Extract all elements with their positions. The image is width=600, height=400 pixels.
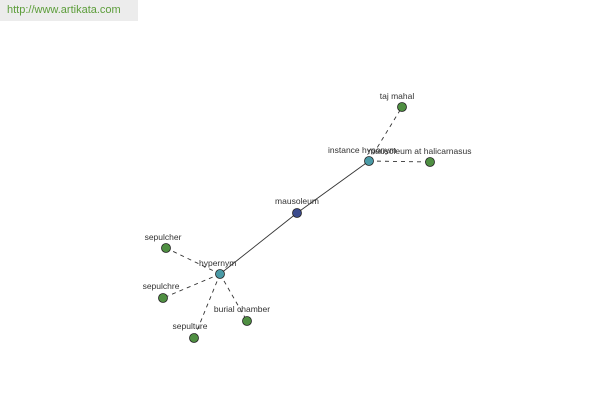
node-sepulchre[interactable]: [158, 293, 168, 303]
node-label-mausoleum: mausoleum: [275, 196, 319, 206]
graph-edges: [162, 106, 431, 339]
edge-hypernym-sepulture: [193, 273, 221, 339]
node-sepulture[interactable]: [189, 333, 199, 343]
edge-hypernym-sepulcher: [165, 247, 221, 275]
site-url-link[interactable]: http://www.artikata.com: [7, 4, 121, 16]
edge-instance-taj: [368, 106, 403, 162]
node-label-hypernym: hypernym: [199, 258, 236, 268]
node-mausoleum[interactable]: [292, 208, 302, 218]
edge-hypernym-burial: [219, 273, 248, 322]
graph-nodes: [158, 102, 435, 343]
node-label-sepulchre: sepulchre: [143, 281, 180, 291]
node-label-taj: taj mahal: [380, 91, 415, 101]
node-label-burial: burial chamber: [214, 304, 270, 314]
node-label-sepulcher: sepulcher: [145, 232, 182, 242]
edge-hypernym-sepulchre: [162, 273, 221, 299]
edge-mausoleum-hypernym: [219, 212, 298, 275]
graph-labels: mausoleum instance hyponym hypernym taj mah…: [143, 91, 472, 331]
edge-instance-halicarnasus: [368, 160, 431, 163]
node-label-halicarnasus: mausoleum at halicarnasus: [368, 146, 471, 156]
edge-mausoleum-instance: [296, 160, 370, 214]
node-hypernym[interactable]: [215, 269, 225, 279]
url-banner: http://www.artikata.com: [0, 0, 138, 21]
node-label-instance: instance hyponym: [328, 145, 397, 155]
node-halicarnasus[interactable]: [425, 157, 435, 167]
node-instance[interactable]: [364, 156, 374, 166]
node-taj[interactable]: [397, 102, 407, 112]
node-label-sepulture: sepulture: [173, 321, 208, 331]
node-sepulcher[interactable]: [161, 243, 171, 253]
node-burial[interactable]: [242, 316, 252, 326]
